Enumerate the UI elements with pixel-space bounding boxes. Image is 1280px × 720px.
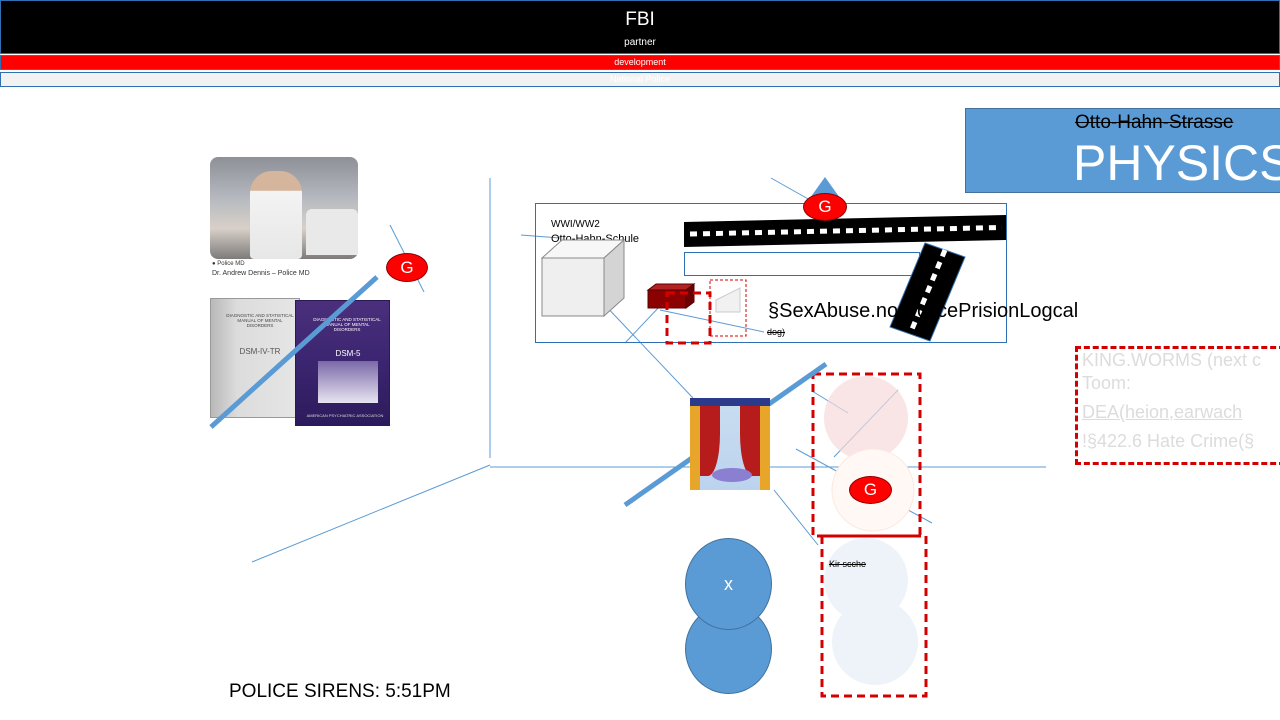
header-subtitle: partner [624,37,656,48]
photo-caption: Dr. Andrew Dennis – Police MD [212,270,310,277]
g-badge: G [386,253,428,282]
police-sirens-label: POLICE SIRENS: 5:51PM [229,681,451,702]
book-edition: DSM-IV-TR [239,347,281,356]
photo-caption-small: ● Police MD [212,261,245,267]
link-text: §SexAbuse.no/PolicePrisionLogcal [768,300,1079,322]
photo-person [250,171,302,259]
dashed-box-thin [709,279,747,337]
physics-title: PHYSICS [1073,135,1280,191]
diagram-frame [535,203,1007,343]
book-edition: DSM-5 [335,349,361,358]
photo-vehicle [306,209,358,255]
dsm-5-book: DIAGNOSTIC AND STATISTICAL MANUAL OF MEN… [295,300,390,426]
note-line: Toom: [1082,373,1132,393]
stage-curtains-image [690,398,770,490]
war-label: WWI/WW2 [551,219,600,230]
dashed-group-upper [811,372,922,538]
road-horizontal [684,215,1006,247]
g-badge: G [849,476,892,504]
book-title: DIAGNOSTIC AND STATISTICAL MANUAL OF MEN… [313,317,381,332]
dashed-group-lower [820,534,928,698]
physics-subtitle: Otto-Hahn-Strasse [1075,112,1234,133]
note-line: KING.WORMS (next c [1082,350,1262,370]
road-box [684,252,920,276]
book-cover-art [318,361,378,403]
cube-shape [540,238,626,318]
doctor-photo [210,157,358,259]
strike-label: Kir scche [829,559,867,569]
blue-circle-x: x [685,538,772,630]
g-badge: G [803,193,847,221]
white-banner: National Police [0,72,1280,87]
book-publisher: AMERICAN PSYCHIATRIC ASSOCIATION [306,413,384,418]
red-box-shape [646,283,696,309]
road-diagonal [889,242,966,342]
note-line: !§422.6 Hate Crime(§ [1082,431,1255,451]
physics-box [965,108,1280,193]
book-title: DIAGNOSTIC AND STATISTICAL MANUAL OF MEN… [226,313,294,328]
triangle-marker [810,177,840,198]
header-title: FBI [625,9,655,30]
header-bar: FBI partner [0,0,1280,54]
note-line: DEA(heion,earwach [1082,402,1243,422]
notes-dashed-box [1075,346,1280,465]
strike-text: dog) [767,327,786,337]
